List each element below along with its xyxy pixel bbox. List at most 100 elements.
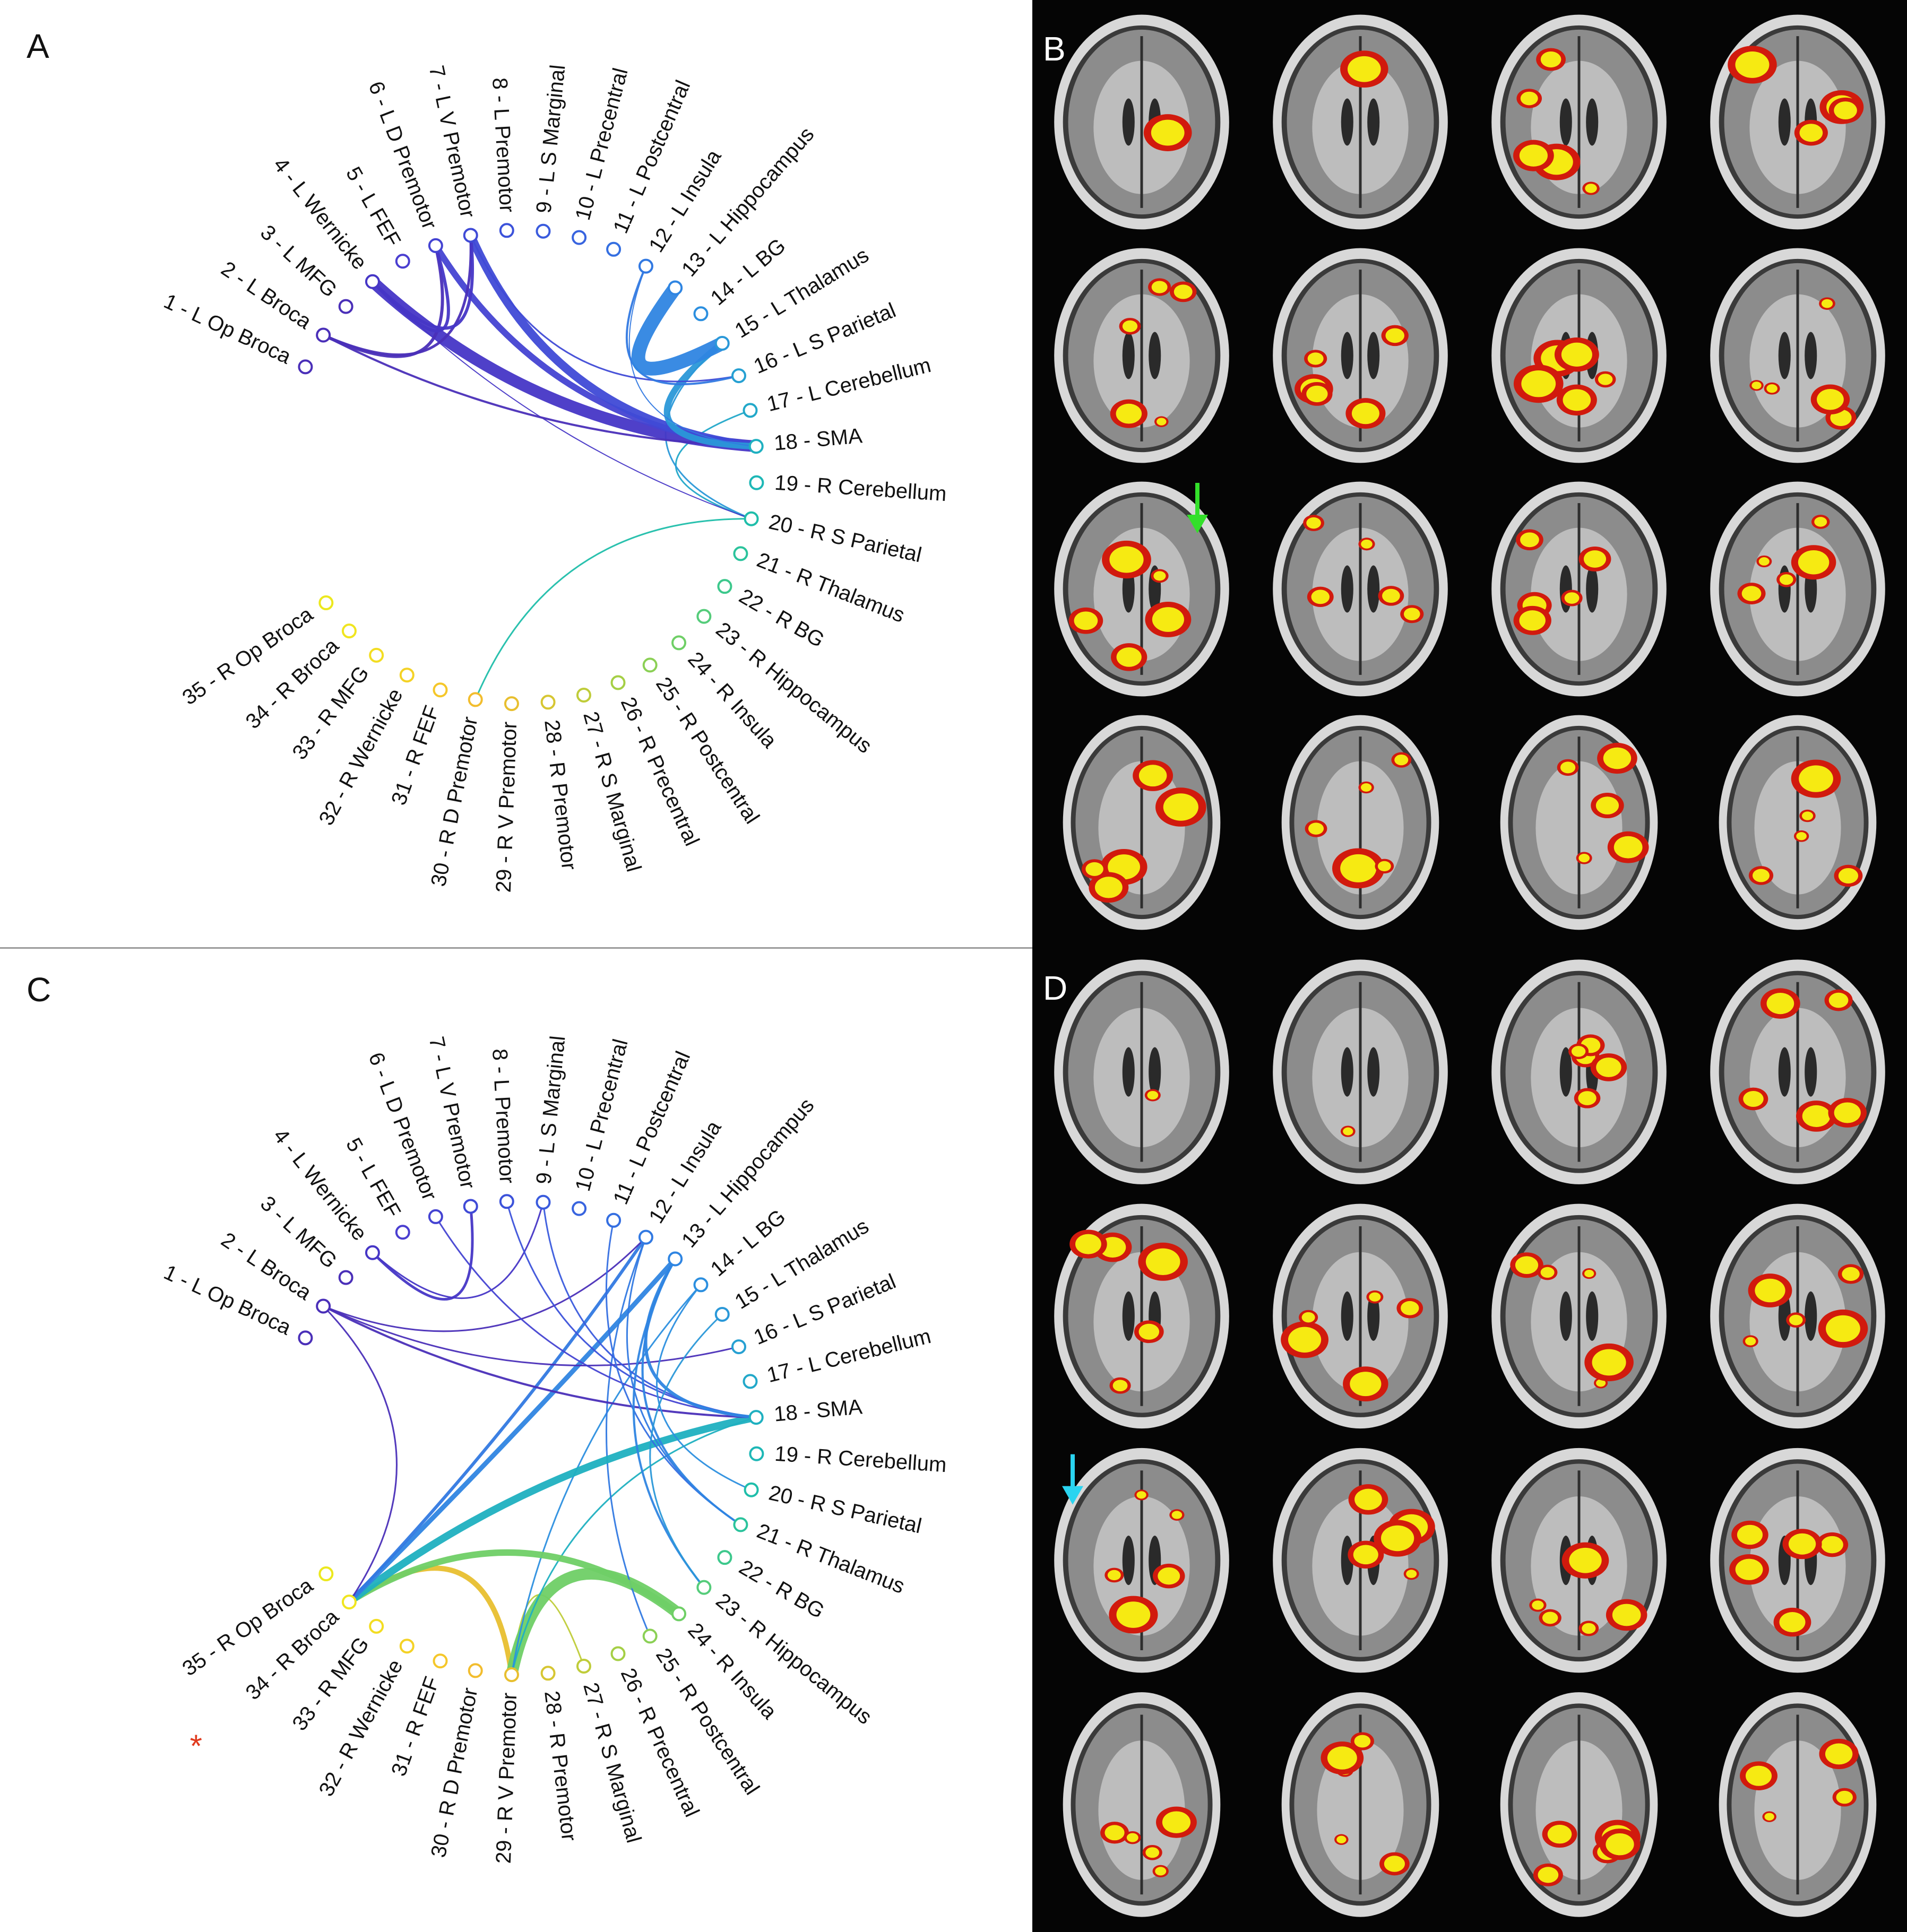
node-label-8: 8 - L Premotor [488,77,519,213]
mri-slice [1491,248,1667,463]
activation-yellow [1311,590,1330,604]
mri-slice [1491,1203,1667,1429]
node-16 [731,368,746,384]
node-2 [316,327,331,343]
activation-yellow [1085,862,1103,876]
activation-yellow [1308,822,1324,835]
node-24 [671,1606,687,1622]
activation-yellow [1592,1349,1626,1376]
activation-yellow [1752,869,1770,882]
edge-4-9 [372,1201,544,1299]
activation-yellow [1520,532,1539,548]
activation-yellow [1126,1833,1138,1842]
activation-yellow [1382,588,1400,603]
activation-yellow [1394,754,1409,766]
node-33 [369,647,384,663]
activation-yellow [1336,1835,1347,1843]
node-30 [468,1663,483,1678]
activation-yellow [1801,811,1814,820]
mri-slice [1273,1203,1448,1429]
activation-yellow [1755,1278,1785,1303]
node-21 [733,1517,748,1532]
node-label-30: 30 - R D Premotor [427,1686,482,1859]
panel-letter-b: B [1043,30,1066,68]
activation-yellow [1735,51,1770,78]
activation-yellow [1821,299,1833,308]
node-4 [365,274,380,289]
activation-yellow [1799,765,1833,792]
activation-yellow [1817,389,1844,410]
activation-yellow [1369,1292,1381,1302]
activation-yellow [1350,1372,1382,1397]
mri-slice [1054,1448,1229,1673]
edges [322,1200,760,1681]
node-33 [369,1618,384,1634]
mri-slice [1281,1692,1439,1917]
mri-column: B D [1032,0,1907,1932]
edge-2-18 [322,1305,757,1419]
activation-yellow [1595,796,1619,815]
activation-yellow [1353,1545,1378,1565]
node-29 [504,1667,519,1683]
node-12 [638,258,653,274]
mri-slice [1491,1448,1667,1673]
mri-slice [1500,1692,1658,1917]
activation-yellow [1612,1604,1641,1626]
node-22 [717,1550,732,1565]
activation-yellow [1743,1091,1764,1107]
activation-yellow [1138,1323,1160,1340]
node-21 [733,546,748,561]
node-4 [365,1245,380,1260]
activation-yellow [1532,1600,1544,1610]
node-30 [468,692,483,707]
activation-yellow [1340,854,1377,882]
activation-yellow [1569,1547,1602,1573]
mri-slice [1719,1692,1877,1917]
edge-2-7 [322,233,472,357]
activation-yellow [1138,765,1167,787]
node-28 [540,695,556,710]
edge-4-7 [371,1205,474,1301]
mri-slice [1063,1692,1221,1917]
mri-slice [1273,1448,1448,1673]
node-32 [399,668,415,683]
activation-yellow [1327,1746,1357,1770]
node-27 [576,1658,591,1674]
activation-yellow [1112,1380,1128,1392]
node-label-31: 31 - R FEF [387,703,444,808]
edge-2-16 [322,1305,740,1366]
activation-yellow [1834,1102,1861,1123]
node-11 [606,1212,622,1228]
activation-yellow [1814,517,1827,527]
node-8 [499,1194,514,1209]
activation-yellow [1826,1315,1860,1342]
mri-slice [1710,959,1885,1184]
activation-yellow [1116,403,1142,424]
activation-yellow [1802,1105,1831,1127]
mri-slice [1491,481,1667,697]
mri-slice [1719,715,1877,930]
node-13 [668,1251,683,1267]
activation-yellow [1151,281,1168,293]
edge-34-2 [322,1305,398,1603]
activation-yellow [1583,550,1607,568]
node-20 [744,1482,759,1497]
arrow-icon [1187,483,1208,533]
activation-yellow [1789,1314,1803,1325]
node-9 [536,1194,551,1210]
activation-yellow [1560,761,1576,774]
edge-29-14 [511,1284,702,1676]
node-29 [504,696,519,712]
node-1 [298,1330,313,1346]
activation-yellow [1074,611,1098,630]
activation-yellow [1538,1867,1559,1883]
node-5 [395,254,410,269]
activation-yellow [1354,1488,1382,1510]
node-label-20: 20 - R S Parietal [766,510,924,567]
mri-slice [1710,248,1885,463]
edge-34-12 [347,1235,648,1604]
mri-slice [1054,14,1229,230]
activation-yellow [1377,861,1391,872]
activation-yellow [1779,1612,1806,1633]
activation-yellow [1578,853,1590,863]
